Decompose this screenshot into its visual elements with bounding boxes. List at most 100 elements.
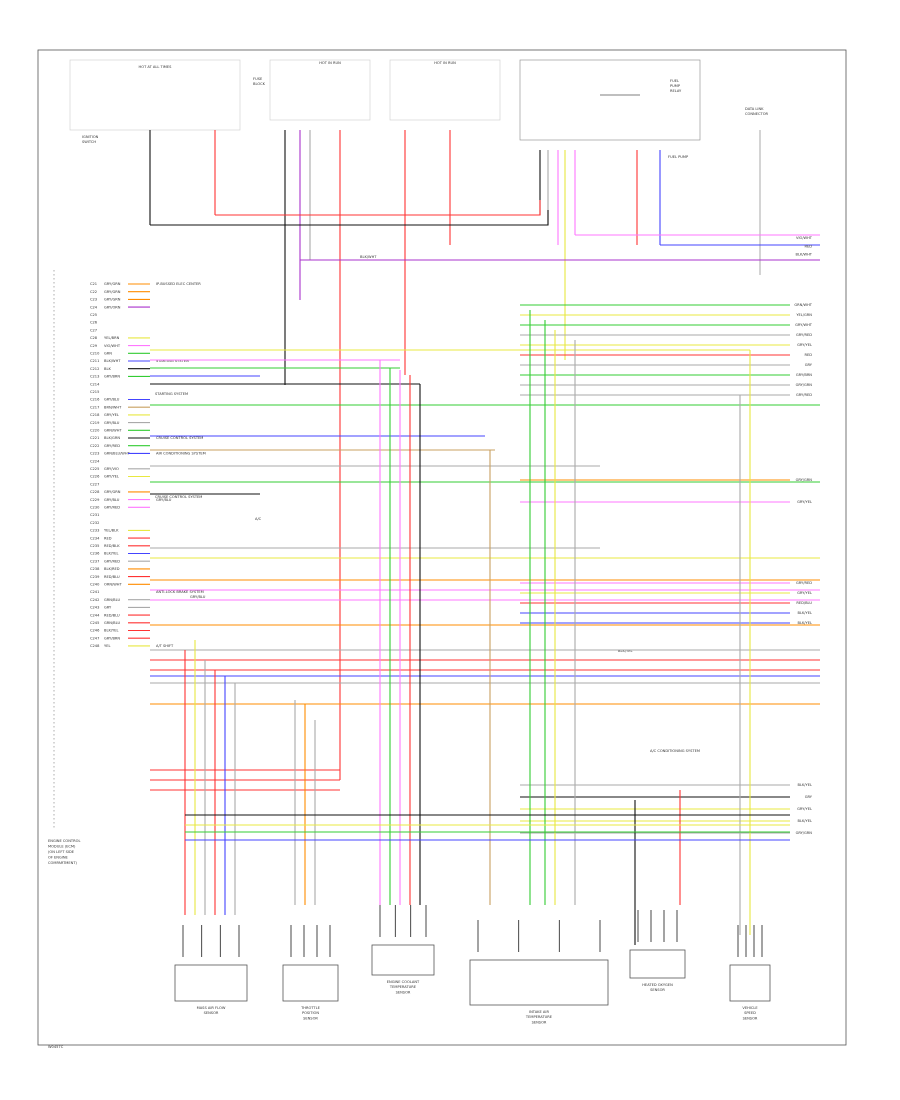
ecm-pin-13: C213 [90, 375, 99, 379]
ecm-pin-wire-19: GRY/BLU [104, 421, 120, 425]
ecm-pin-wire-44: RED/BLU [104, 613, 120, 617]
ecm-pin-wire-43: GRY [104, 606, 112, 610]
right-wire-label-24: GRY/GRN [796, 831, 813, 835]
ecm-pin-wire-34: RED [104, 536, 112, 540]
right-wire-label-0: VIO/WHT [796, 236, 813, 240]
ecm-pin-18: C218 [90, 413, 100, 417]
relay-label: RELAY [670, 89, 682, 93]
ecm-pin-9: C29 [90, 344, 98, 348]
ecm-pin-wire-45: GRN/BLU [104, 621, 120, 625]
ecm-pin-46: C246 [90, 629, 100, 633]
ecm-pin-wire-11: BLK/WHT [104, 359, 121, 363]
right-wire-label-3: GRN/WHT [794, 303, 812, 307]
ecm-pin-2: C22 [90, 290, 97, 294]
right-wire-label-9: GRY [805, 363, 813, 367]
ecm-pin-28: C228 [90, 490, 100, 494]
ecm-pin-wire-25: GRY/VIO [104, 467, 119, 471]
sensor-box-o2 [629, 949, 686, 979]
ecm-pin-17: C217 [90, 405, 99, 409]
sensor-box-mafs [174, 964, 248, 1002]
sensor-box-ect [371, 944, 435, 976]
sensor-label-mafs: MASS AIR FLOW [197, 1006, 226, 1010]
ignition-label: SWITCH [82, 140, 96, 144]
ecm-module-label: (ON LEFT SIDE [48, 850, 75, 854]
ecm-pin-wire-39: RED/BLU [104, 575, 120, 579]
ecm-pin-wire-48: YEL [104, 644, 110, 648]
right-wire-label-1: RED [804, 244, 812, 248]
ecm-pin-wire-22: GRY/RED [104, 444, 120, 448]
ecm-pin-31: C231 [90, 513, 99, 517]
sensor-label-ivs: SENSOR [532, 1020, 547, 1024]
fuse-block-2-box [389, 59, 501, 121]
ecm-pin-5: C25 [90, 313, 97, 317]
sensor-box-vss [729, 964, 771, 1002]
ecm-pin-39: C239 [90, 575, 100, 579]
ecm-pin-20: C220 [90, 429, 100, 433]
ecm-module-label: COMPARTMENT) [48, 861, 78, 865]
ecm-pin-3: C23 [90, 298, 97, 302]
relay-label: FUEL [670, 79, 679, 83]
ecm-module-label: OF ENGINE [48, 856, 69, 860]
ecm-pin-wire-12: BLK [104, 367, 111, 371]
sensor-label-vss: SENSOR [743, 1016, 758, 1020]
ecm-pin-wire-17: BRN/WHT [104, 405, 122, 409]
ecm-pin-wire-3: GRY/GRN [104, 298, 121, 302]
diagram-frame [37, 49, 847, 1046]
frame-label: W0457C [48, 1045, 64, 1049]
right-wire-label-5: GRY/WHT [795, 323, 813, 327]
blk-yel-note: BLK/YEL [618, 649, 633, 653]
ecm-pin-14: C214 [90, 382, 100, 386]
cruise-note: CRUISE CONTROL SYSTEM [155, 495, 202, 499]
ecm-pin-43: C243 [90, 606, 99, 610]
ac-mid-note: A/C CONDITIONING SYSTEM [650, 749, 700, 753]
right-wire-label-12: GRY/RED [796, 393, 812, 397]
ecm-pin-16: C216 [90, 398, 100, 402]
right-wire-label-20: BLK/YEL [797, 783, 812, 787]
right-wire-label-11: GRY/GRN [796, 383, 813, 387]
ecm-pin-wire-37: GRY/RED [104, 559, 120, 563]
sensor-label-tps: THROTTLE [300, 1006, 321, 1010]
fuel-pump-relay-box [519, 59, 701, 141]
ecm-pin-wire-36: BLK/YEL [104, 552, 119, 556]
ecm-pin-wire-23: GRN/BLU/WHT [104, 452, 131, 456]
ecm-pin-32: C232 [90, 521, 99, 525]
ecm-pin-37: C237 [90, 559, 99, 563]
fuse-block-2-title: HOT IN RUN [434, 61, 456, 65]
sensor-label-ect: TEMPERATURE [389, 985, 417, 989]
sensor-label-o2: HEATED OXYGEN [642, 983, 673, 987]
right-wire-label-10: GRY/BRN [796, 373, 812, 377]
blk-wht-note: BLK/WHT [360, 255, 377, 259]
ecm-pin-33: C233 [90, 529, 99, 533]
ecm-pin-21: C221 [90, 436, 99, 440]
ecm-pin-wire-18: GRY/YEL [104, 413, 119, 417]
sensor-label-ect: SENSOR [396, 990, 411, 994]
ecm-pin-6: C26 [90, 321, 98, 325]
ecm-pin-wire-9: VIO/WHT [104, 344, 121, 348]
ecm-pin-wire-26: GRY/YEL [104, 475, 119, 479]
ecm-pin-wire-42: GRN/BLU [104, 598, 120, 602]
ecm-pin-note-21: CRUISE CONTROL SYSTEM [156, 436, 203, 440]
ac-note: A/C [255, 517, 262, 521]
ignition-title: HOT AT ALL TIMES [139, 65, 173, 69]
right-wire-label-13: GRY/GRN [796, 478, 813, 482]
relay-label: PUMP [670, 84, 681, 88]
ecm-pin-wire-30: GRY/RED [104, 506, 120, 510]
ecm-pin-wire-16: GRY/BLU [104, 398, 120, 402]
right-wire-label-23: BLK/YEL [797, 819, 812, 823]
ecm-module-label: MODULE (ECM) [48, 845, 76, 849]
ecm-pin-19: C219 [90, 421, 100, 425]
ecm-pin-26: C226 [90, 475, 100, 479]
ecm-pin-29: C229 [90, 498, 100, 502]
ecm-pin-10: C210 [90, 352, 100, 356]
ecm-pin-wire-4: GRY/ORN [104, 305, 121, 309]
right-wire-label-6: GRY/RED [796, 333, 812, 337]
right-wire-label-18: BLK/YEL [797, 611, 812, 615]
sensor-box-ivs [469, 959, 609, 1006]
ecm-pin-25: C225 [90, 467, 99, 471]
ecm-pin-note-11: STARTING SYSTEM [156, 359, 189, 363]
ecm-pin-36: C236 [90, 552, 100, 556]
ecm-pin-wire-20: GRN/WHT [104, 429, 122, 433]
ecm-pin-wire-1: GRY/GRN [104, 282, 121, 286]
right-wire-label-7: GRY/YEL [797, 343, 812, 347]
